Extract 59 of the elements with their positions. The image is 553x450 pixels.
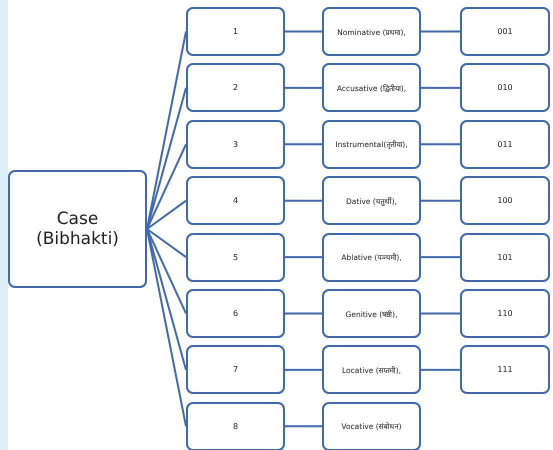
process-box — [460, 7, 550, 56]
process-box — [186, 289, 285, 338]
process-box — [460, 345, 550, 394]
process-box — [460, 289, 550, 338]
connector-line — [285, 425, 322, 428]
connector-line — [285, 368, 322, 371]
connector-line — [285, 143, 322, 146]
process-box — [322, 120, 421, 169]
connector-line — [285, 256, 322, 258]
process-box — [322, 7, 421, 56]
node-label: 1 — [232, 27, 240, 36]
connector-line — [421, 256, 460, 258]
connector-line — [421, 86, 460, 89]
process-box — [322, 63, 421, 112]
node-label: 110 — [496, 309, 514, 318]
connector-line — [146, 144, 187, 230]
node-label: 4 — [232, 196, 240, 206]
connector-line — [421, 143, 460, 146]
node-label: 8 — [232, 422, 240, 431]
connector-line — [421, 200, 460, 202]
node-label: 010 — [496, 83, 514, 92]
process-box — [322, 402, 421, 450]
node-label: 2 — [232, 83, 240, 92]
connector-line — [146, 228, 187, 314]
node-label: 011 — [496, 140, 514, 149]
node-label: 5 — [232, 252, 240, 262]
node-label: 7 — [232, 365, 240, 374]
process-box — [460, 120, 550, 169]
node-label: 100 — [496, 196, 514, 206]
process-box — [186, 120, 285, 169]
connector-line — [285, 30, 322, 32]
connector-line — [285, 200, 322, 202]
process-box — [322, 289, 421, 338]
process-box — [460, 232, 550, 282]
connector-line — [285, 312, 322, 314]
connector-line — [421, 368, 460, 371]
process-box — [186, 402, 285, 450]
process-box — [322, 345, 421, 394]
heading-text: Case (Bibhakti) — [35, 209, 120, 249]
connector-line — [146, 228, 187, 258]
process-box — [322, 232, 421, 282]
process-box — [460, 63, 550, 112]
process-box — [186, 176, 285, 226]
process-box — [186, 232, 285, 282]
root-box — [8, 170, 147, 288]
process-box — [322, 176, 421, 226]
process-box — [460, 176, 550, 226]
process-box — [186, 345, 285, 394]
connector-line — [285, 86, 322, 89]
node-label: 101 — [496, 252, 514, 262]
process-box — [186, 7, 285, 56]
node-label: 3 — [232, 140, 240, 149]
node-label: 6 — [232, 309, 240, 318]
connector-line — [421, 30, 460, 32]
connector-line — [421, 312, 460, 314]
connector-line — [146, 200, 187, 230]
node-label: 111 — [496, 365, 514, 374]
process-box — [186, 63, 285, 112]
node-label: 001 — [496, 27, 514, 36]
